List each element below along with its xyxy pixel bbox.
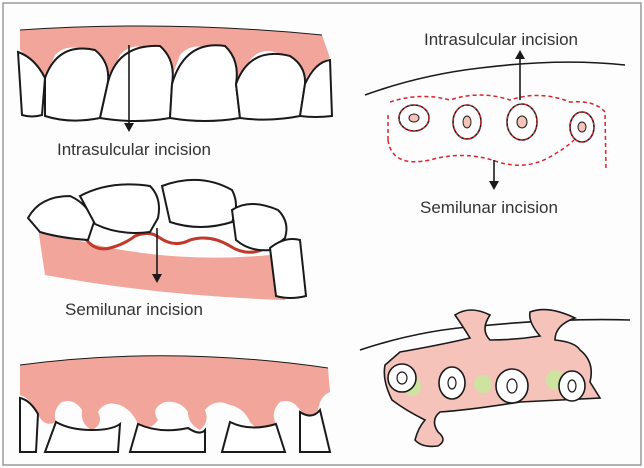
tooth-cross-section: [559, 371, 585, 401]
tooth-cross-section: [507, 104, 537, 140]
tooth-cross-section: [570, 112, 594, 142]
label-semilunar-left: Semilunar incision: [65, 300, 203, 319]
label-semilunar-right: Semilunar incision: [420, 198, 558, 217]
label-intrasulcular-left: Intrasulcular incision: [57, 140, 211, 159]
tooth: [162, 180, 236, 227]
tooth-cross-section: [453, 105, 481, 139]
tooth-cross-section: [439, 367, 465, 399]
tooth-cross-section: [388, 364, 416, 392]
tooth: [270, 239, 306, 298]
tooth-cross-section: [399, 105, 429, 131]
root-surface: [474, 375, 492, 393]
tooth-cross-section: [496, 369, 528, 403]
label-intrasulcular-right: Intrasulcular incision: [424, 30, 578, 49]
